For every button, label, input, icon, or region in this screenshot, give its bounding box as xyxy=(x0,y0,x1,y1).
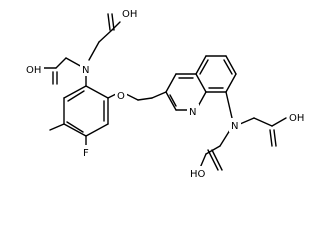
bond-lines xyxy=(43,13,287,171)
oxygen-label-ether: O xyxy=(117,91,125,102)
nitrogen-label-aniline: N xyxy=(82,65,89,76)
fluorine-label: F xyxy=(83,148,89,159)
hydroxyl-label-bottom: HO xyxy=(190,169,206,180)
chemical-structure-diagram: OH OH N O N F N OH HO xyxy=(24,6,307,180)
nitrogen-label-amine: N xyxy=(231,121,238,132)
hydroxyl-label-top-left: OH xyxy=(26,65,41,76)
nitrogen-label-quinoline: N xyxy=(189,107,196,118)
hydroxyl-label-top-right: OH xyxy=(122,9,137,20)
atom-labels: OH OH N O N F N OH HO xyxy=(24,6,307,180)
structure-canvas: OH OH N O N F N OH HO xyxy=(24,6,307,180)
hydroxyl-label-right: OH xyxy=(289,113,304,124)
